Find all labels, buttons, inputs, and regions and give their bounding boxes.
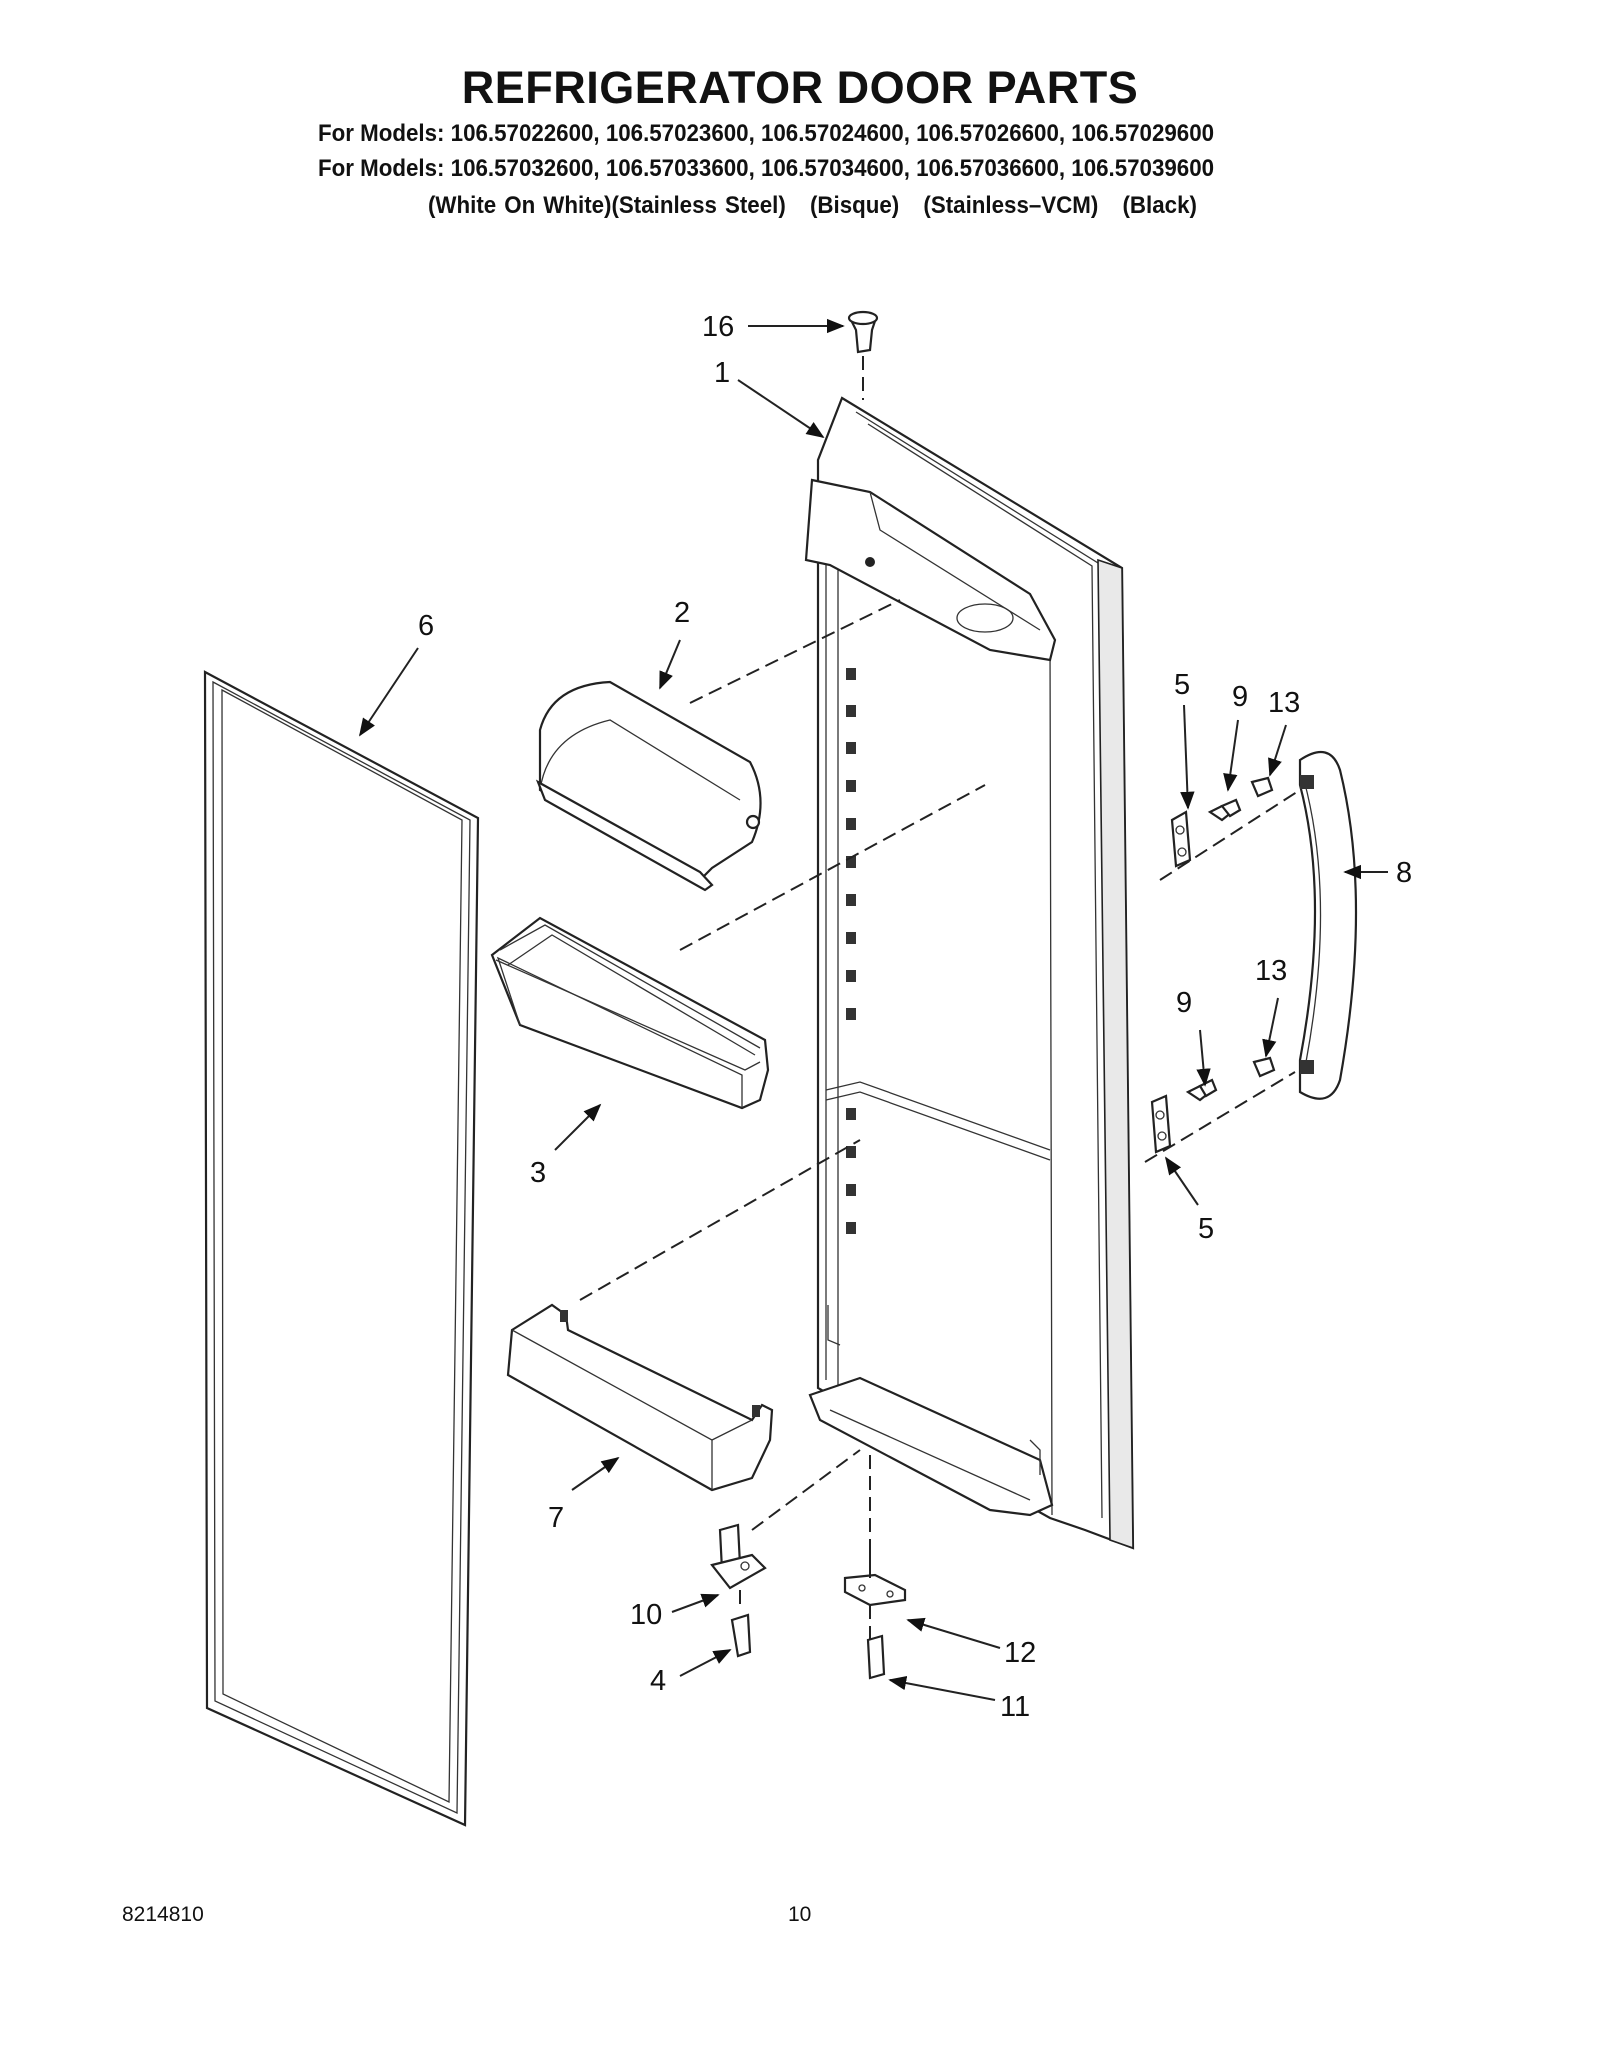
finish-label: (Stainless–VCM) xyxy=(923,192,1099,219)
page-title: REFRIGERATOR DOOR PARTS xyxy=(461,62,1139,113)
handle-mount-lower xyxy=(1150,1056,1276,1154)
callout-12: 12 xyxy=(1004,1637,1036,1669)
callout-16: 16 xyxy=(702,311,734,343)
callout-11: 11 xyxy=(1000,1691,1030,1723)
models-line-2: For Models: 106.57032600, 106.57033600, … xyxy=(318,155,1215,182)
callout-10: 10 xyxy=(630,1599,662,1631)
callout-5-lower: 5 xyxy=(1198,1213,1214,1245)
callout-13-upper: 13 xyxy=(1268,687,1300,719)
dairy-bar-part-7 xyxy=(506,1303,774,1492)
finish-list: (White On White)(Stainless Steel) (Bisque… xyxy=(428,192,1221,220)
callout-6: 6 xyxy=(418,610,434,642)
callout-2: 2 xyxy=(674,597,690,629)
door-bin-part-3 xyxy=(490,916,770,1110)
plug-part-16 xyxy=(847,310,879,400)
callout-3: 3 xyxy=(530,1157,546,1189)
shelf-support-dots xyxy=(846,668,856,1234)
callout-numbers: 16 1 2 6 5 9 13 8 13 9 3 5 7 10 12 4 11 xyxy=(418,311,1412,1723)
callout-13-lower: 13 xyxy=(1255,955,1287,987)
hinge-plate-part-12 xyxy=(843,1552,907,1607)
screw-part-11 xyxy=(866,1634,886,1680)
callout-5-upper: 5 xyxy=(1174,669,1190,701)
finish-label: (Bisque) xyxy=(809,192,900,219)
bin-cover-part-2 xyxy=(535,680,762,892)
door-gasket-part-6 xyxy=(203,670,480,1827)
callout-4: 4 xyxy=(650,1665,666,1697)
callout-9-upper: 9 xyxy=(1232,681,1248,713)
handle-part-8 xyxy=(1298,750,1358,1100)
document-number: 8214810 xyxy=(122,1903,204,1926)
leader-arrows xyxy=(359,318,1388,1701)
door-liner-part-1 xyxy=(804,396,1135,1550)
screw-part-4 xyxy=(730,1613,752,1658)
finish-label: (Black) xyxy=(1122,192,1197,219)
finish-label: (White On White)(Stainless Steel) xyxy=(428,192,786,219)
callout-8: 8 xyxy=(1396,857,1412,889)
handle-mount-upper xyxy=(1170,776,1274,868)
page-number: 10 xyxy=(788,1903,812,1926)
callout-9-lower: 9 xyxy=(1176,987,1192,1019)
hinge-pin-part-10 xyxy=(710,1523,767,1610)
models-line-1: For Models: 106.57022600, 106.57023600, … xyxy=(318,120,1215,147)
assembly-guide-lines xyxy=(579,599,1301,1640)
callout-1: 1 xyxy=(714,357,730,389)
callout-7: 7 xyxy=(548,1502,564,1534)
